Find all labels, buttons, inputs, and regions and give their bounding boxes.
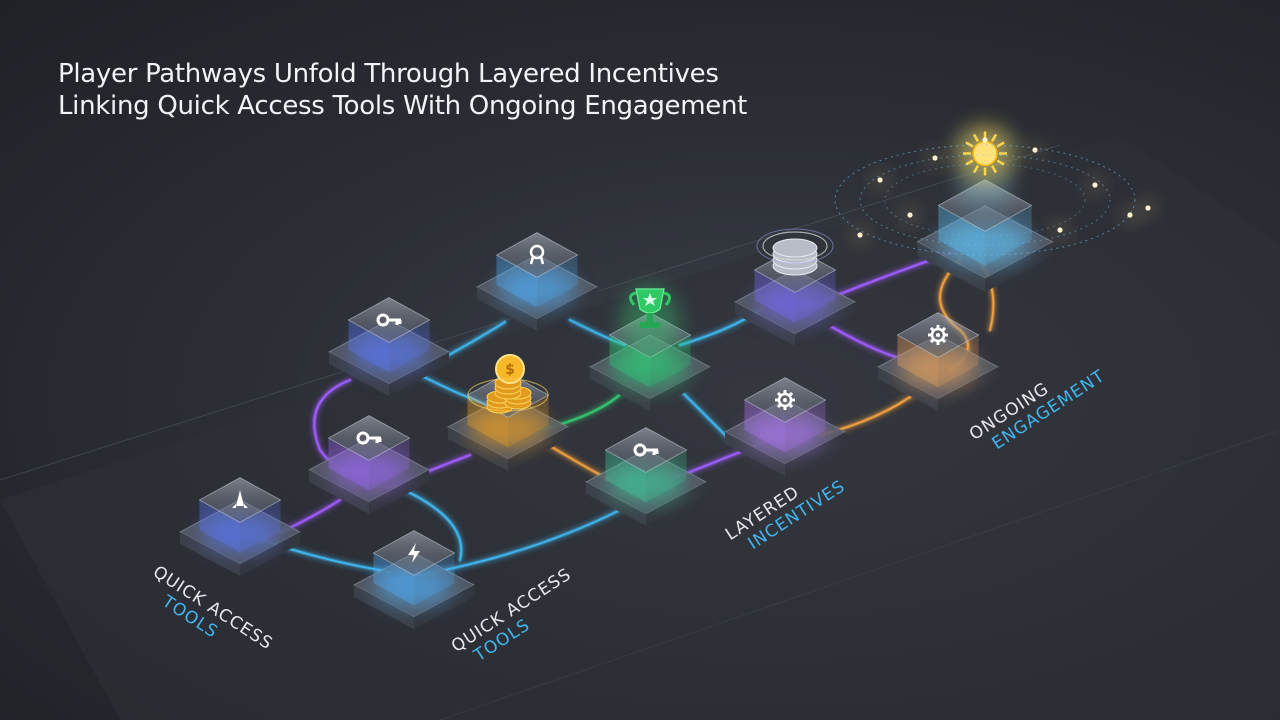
orbit-ring bbox=[859, 154, 1111, 246]
orbit-ring bbox=[834, 144, 1136, 256]
orbit-ring bbox=[884, 163, 1086, 237]
sun-icon bbox=[955, 123, 1015, 206]
key-icon bbox=[633, 443, 659, 457]
diagram-node bbox=[352, 530, 476, 629]
diagram-node bbox=[733, 228, 857, 346]
platform-edge-lower bbox=[439, 429, 1280, 720]
diagram-node: $ bbox=[446, 354, 570, 471]
node-layer: $ bbox=[178, 123, 1054, 629]
diagram-title: Player Pathways Unfold Through Layered I… bbox=[58, 58, 747, 122]
gear-badge-icon bbox=[928, 325, 948, 345]
sparkle-core bbox=[1145, 205, 1151, 211]
engagement-halo bbox=[834, 134, 1154, 256]
key-icon bbox=[376, 313, 402, 327]
diagram-node bbox=[327, 297, 451, 396]
diagram-node bbox=[588, 285, 712, 411]
sparkle-core bbox=[1092, 182, 1098, 188]
svg-text:$: $ bbox=[505, 362, 515, 378]
sparkle-core bbox=[877, 177, 883, 183]
diagram-node bbox=[916, 123, 1054, 292]
sparkle-core bbox=[932, 155, 938, 161]
sparkle-core bbox=[1057, 227, 1063, 233]
lightning-icon bbox=[408, 543, 420, 563]
sparkle-core bbox=[1127, 212, 1133, 218]
diagram-node bbox=[178, 477, 302, 576]
diagram-node bbox=[584, 427, 708, 526]
sparkle-core bbox=[907, 212, 913, 218]
rocket-icon bbox=[232, 490, 248, 508]
diagram-node bbox=[723, 377, 847, 476]
coins-icon: $ bbox=[467, 354, 549, 414]
trophy-icon bbox=[620, 285, 680, 365]
key-icon bbox=[356, 431, 382, 445]
diagram-node bbox=[475, 232, 599, 331]
diagram-node bbox=[876, 312, 1000, 411]
sparkle-core bbox=[857, 232, 863, 238]
gear-badge-icon bbox=[775, 390, 795, 410]
sparkle-core bbox=[1032, 147, 1038, 153]
coin-stack-icon bbox=[756, 228, 834, 276]
platform-surface bbox=[0, 135, 1280, 720]
title-line-2: Linking Quick Access Tools With Ongoing … bbox=[58, 91, 748, 121]
sparkle-core bbox=[982, 137, 988, 143]
connection-path bbox=[569, 319, 626, 346]
diagram-node bbox=[307, 415, 431, 514]
title-line-1: Player Pathways Unfold Through Layered I… bbox=[58, 59, 719, 89]
connection-path bbox=[399, 487, 463, 561]
rosette-icon bbox=[529, 244, 545, 265]
